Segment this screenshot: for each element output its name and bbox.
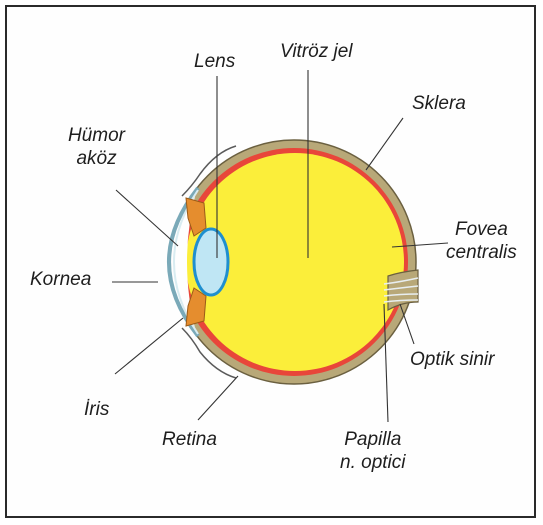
label-retina: Retina bbox=[162, 428, 217, 451]
leader-optik bbox=[400, 304, 414, 344]
leader-sklera bbox=[366, 118, 403, 170]
label-optik-sinir: Optik sinir bbox=[410, 348, 494, 371]
label-fovea-line2: centralis bbox=[446, 241, 517, 264]
label-sklera: Sklera bbox=[412, 92, 466, 115]
label-humor-akoz: Hümor aköz bbox=[68, 124, 125, 170]
crystalline-lens bbox=[194, 229, 228, 295]
leader-iris bbox=[115, 318, 183, 374]
label-kornea: Kornea bbox=[30, 268, 91, 291]
label-fovea-centralis: Fovea centralis bbox=[446, 218, 517, 264]
label-papilla-n-optici: Papilla n. optici bbox=[340, 428, 405, 474]
label-fovea-line1: Fovea bbox=[446, 218, 517, 241]
leader-retina bbox=[198, 376, 238, 420]
label-papilla-line1: Papilla bbox=[340, 428, 405, 451]
label-papilla-line2: n. optici bbox=[340, 451, 405, 474]
optic-nerve bbox=[388, 270, 418, 310]
label-vitroz-jel: Vitröz jel bbox=[280, 40, 353, 63]
label-iris: İris bbox=[84, 398, 109, 421]
label-humor-line1: Hümor bbox=[68, 124, 125, 147]
label-humor-line2: aköz bbox=[68, 147, 125, 170]
label-lens: Lens bbox=[194, 50, 235, 73]
